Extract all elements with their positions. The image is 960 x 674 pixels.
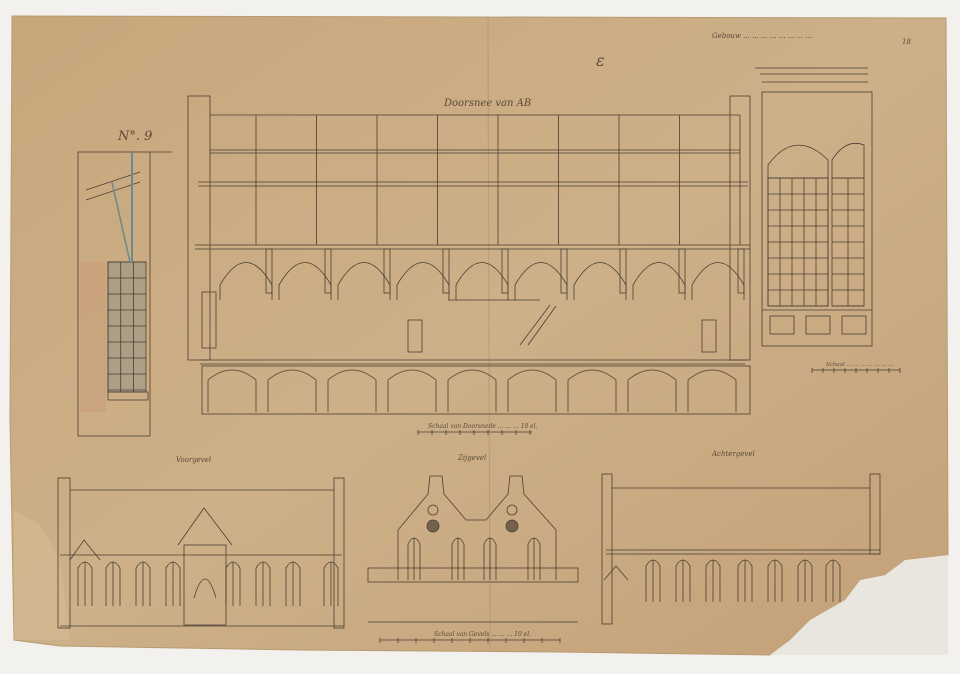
section-title: Doorsnee van AB xyxy=(443,98,531,109)
rear-elevation xyxy=(601,473,881,625)
side-elevation-title: Zijgevel xyxy=(457,454,486,462)
section-scale-label: Schaal van Doorsnede ... ... ... 10 el. xyxy=(428,423,538,430)
gable-scale-label: Schaal van Gevels ... ... ... 10 el. xyxy=(434,631,531,638)
corner-note: Gebouw ... ... ... ... ... ... ... ... xyxy=(712,32,812,40)
paper xyxy=(9,15,949,656)
front-elevation-title: Voorgevel xyxy=(176,456,211,464)
window-scale-label: Schaal ... ... ... ... ... ... ... xyxy=(826,362,894,368)
torn-corner xyxy=(14,510,70,640)
window-detail xyxy=(755,67,873,347)
torn-paper-edge xyxy=(770,555,948,655)
wall-detail-section xyxy=(77,151,172,437)
scale-bars xyxy=(379,368,901,643)
longitudinal-section xyxy=(187,95,751,365)
pencil-mark: ɛ xyxy=(596,51,605,70)
front-elevation xyxy=(57,477,345,629)
side-elevation xyxy=(367,475,579,623)
sheet-number: 18 xyxy=(902,38,911,46)
rear-elevation-title: Achtergevel xyxy=(711,450,755,458)
detail-title: N°. 9 xyxy=(117,129,152,144)
undercroft-arcade xyxy=(201,365,751,415)
